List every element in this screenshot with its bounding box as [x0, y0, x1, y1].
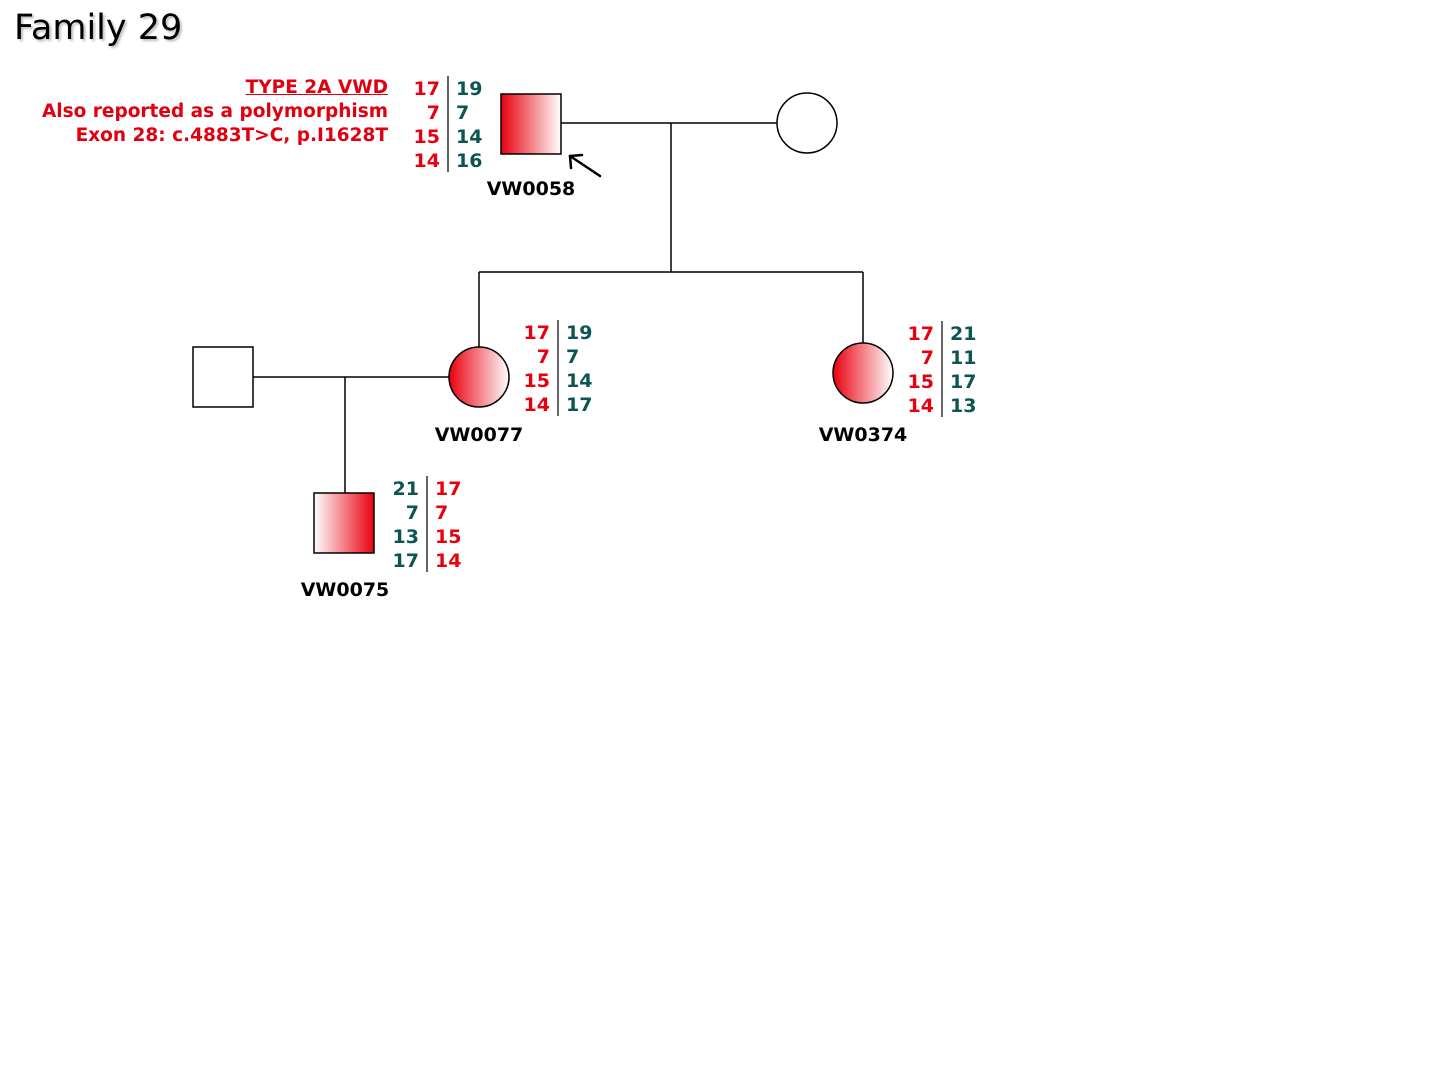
individual-spouse2[interactable]	[192, 346, 254, 408]
unaffected-male-symbol	[192, 346, 254, 408]
allele-right: 16	[456, 150, 482, 172]
allele-left: 17	[414, 78, 440, 100]
affected-female-symbol	[448, 346, 510, 408]
affected-female-symbol	[832, 342, 894, 404]
individual-label: VW0077	[435, 424, 524, 446]
page-title: Family 29	[14, 8, 183, 48]
allele-left: 21	[393, 478, 419, 500]
allele-right: 14	[566, 370, 592, 392]
mutation-annotation: TYPE 2A VWD Also reported as a polymorph…	[42, 76, 388, 148]
individual-spouse1[interactable]	[776, 92, 838, 154]
allele-right: 21	[950, 323, 976, 345]
allele-right: 19	[456, 78, 482, 100]
allele-left: 15	[414, 126, 440, 148]
haplotype-tables: 1771514197141617715141971417177151421111…	[393, 76, 976, 572]
allele-right: 7	[456, 102, 469, 124]
affected-male-symbol	[500, 93, 562, 155]
proband-arrow-icon	[568, 153, 602, 178]
allele-right: 17	[566, 394, 592, 416]
allele-left: 7	[406, 502, 419, 524]
allele-right: 15	[435, 526, 461, 548]
allele-left: 15	[908, 371, 934, 393]
individual-vw0374[interactable]: VW0374	[819, 342, 908, 446]
allele-left: 17	[524, 322, 550, 344]
allele-right: 13	[950, 395, 976, 417]
allele-right: 17	[435, 478, 461, 500]
allele-left: 14	[524, 394, 550, 416]
allele-left: 7	[427, 102, 440, 124]
allele-left: 17	[908, 323, 934, 345]
allele-left: 13	[393, 526, 419, 548]
allele-left: 14	[414, 150, 440, 172]
individual-label: VW0058	[487, 178, 576, 200]
individual-label: VW0374	[819, 424, 908, 446]
allele-left: 7	[921, 347, 934, 369]
allele-right: 7	[435, 502, 448, 524]
individual-vw0077[interactable]: VW0077	[435, 346, 524, 446]
allele-right: 7	[566, 346, 579, 368]
diagnosis-label: TYPE 2A VWD	[245, 77, 388, 98]
individual-vw0075[interactable]: VW0075	[301, 492, 390, 601]
individual-label: VW0075	[301, 579, 390, 601]
pedigree-lines	[253, 122, 864, 493]
allele-left: 14	[908, 395, 934, 417]
allele-left: 15	[524, 370, 550, 392]
polymorphism-note: Also reported as a polymorphism	[41, 101, 388, 122]
allele-right: 11	[950, 347, 976, 369]
unaffected-female-symbol	[776, 92, 838, 154]
allele-right: 17	[950, 371, 976, 393]
individual-vw0058[interactable]: VW0058	[487, 93, 602, 200]
variant-label: Exon 28: c.4883T>C, p.I1628T	[75, 125, 388, 146]
allele-right: 14	[435, 550, 461, 572]
allele-right: 14	[456, 126, 482, 148]
affected-male-symbol	[313, 492, 375, 554]
allele-left: 17	[393, 550, 419, 572]
allele-right: 19	[566, 322, 592, 344]
allele-left: 7	[537, 346, 550, 368]
